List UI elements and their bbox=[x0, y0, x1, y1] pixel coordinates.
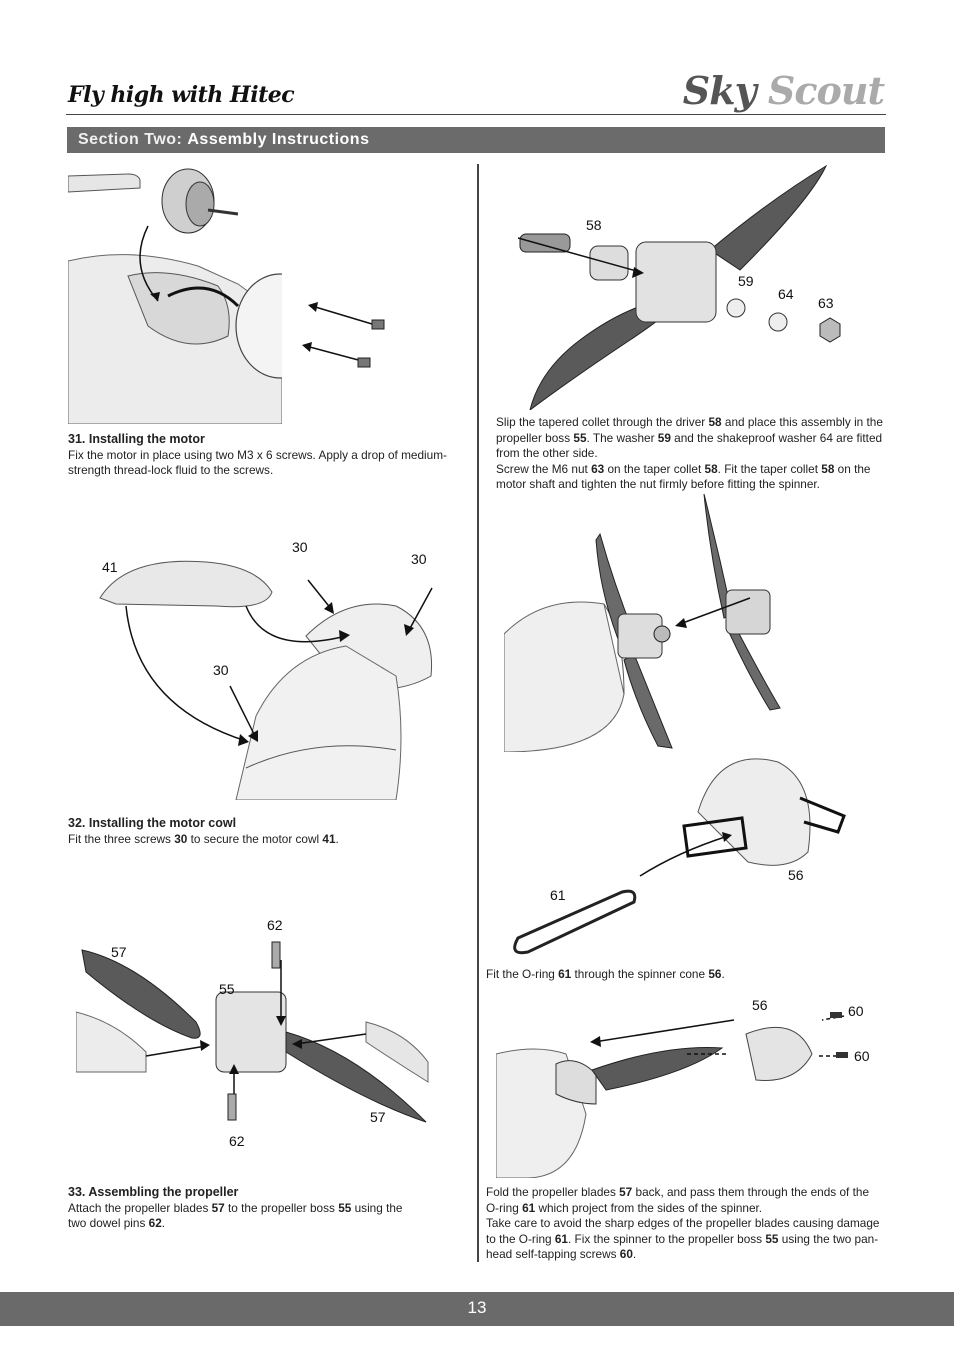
step-33-text-d: . bbox=[161, 1216, 166, 1230]
step-33: 33. Assembling the propeller Attach the … bbox=[68, 1185, 408, 1232]
r3-e: . Fix the spinner to the propeller boss bbox=[567, 1231, 766, 1246]
step-31: 31. Installing the motor Fix the motor i… bbox=[68, 432, 468, 479]
step-32-text-c: . bbox=[335, 831, 339, 846]
step-32-text-b: to secure the motor cowl bbox=[187, 831, 323, 846]
r3-a: Fold the propeller blades bbox=[486, 1185, 620, 1199]
r2-n1: 61 bbox=[558, 967, 572, 981]
r3-f: using the two pan-head self-tapping scre… bbox=[486, 1231, 879, 1262]
step-32-text-a: Fit the three screws bbox=[68, 831, 175, 846]
brand-sky: Sky bbox=[682, 68, 757, 113]
callout-30-b: 30 bbox=[411, 551, 427, 567]
step-33-num-1: 57 bbox=[211, 1200, 225, 1215]
callout-41: 41 bbox=[102, 559, 118, 575]
callout-30-a: 30 bbox=[292, 539, 308, 555]
step-32-num-1: 30 bbox=[174, 831, 188, 846]
r1-n1: 58 bbox=[708, 415, 722, 429]
brand-logo: Sky Scout bbox=[682, 68, 885, 113]
section-title-bar: Section Two:Assembly Instructions bbox=[67, 127, 885, 153]
r2-n2: 56 bbox=[708, 967, 722, 981]
figure-collet-driver: 58 59 64 63 bbox=[517, 164, 841, 410]
figure-spinner-oring: 61 56 bbox=[513, 758, 846, 955]
callout-57-right: 57 bbox=[370, 1109, 386, 1125]
r3-n4: 55 bbox=[765, 1231, 779, 1246]
r1-d: and the shakeproof washer 64 are fitted … bbox=[496, 430, 883, 461]
step-32-title: 32. Installing the motor cowl bbox=[68, 816, 237, 830]
r1-n5: 58 bbox=[704, 461, 718, 476]
step-33-num-2: 55 bbox=[338, 1200, 352, 1215]
callout-56: 56 bbox=[788, 867, 804, 883]
brand-scout: Scout bbox=[767, 68, 885, 113]
r1-n4: 63 bbox=[591, 461, 605, 476]
column-divider bbox=[477, 164, 479, 1262]
motor-icon bbox=[161, 168, 239, 234]
callout-56-spinner: 56 bbox=[752, 997, 768, 1013]
step-31-text: Fix the motor in place using two M3 x 6 … bbox=[68, 447, 447, 478]
callout-63: 63 bbox=[818, 295, 834, 311]
r1-n3: 59 bbox=[657, 430, 671, 445]
r2-a: Fit the O-ring bbox=[486, 967, 559, 981]
r1-g: . Fit the taper collet bbox=[717, 461, 822, 476]
r3-n3: 61 bbox=[554, 1231, 568, 1246]
r1-c: . The washer bbox=[586, 430, 658, 445]
r3-b: back, and pass them through the ends of … bbox=[486, 1185, 869, 1215]
step-33-text-a: Attach the propeller blades bbox=[68, 1200, 212, 1215]
step-32: 32. Installing the motor cowl Fit the th… bbox=[68, 816, 468, 847]
figure-spinner-fixing: 56 60 60 bbox=[496, 997, 870, 1178]
callout-30-c: 30 bbox=[213, 662, 229, 678]
section-title: Assembly Instructions bbox=[187, 131, 370, 148]
callout-60-b: 60 bbox=[854, 1048, 870, 1064]
footer-bar bbox=[0, 1292, 954, 1326]
callout-62-top: 62 bbox=[267, 917, 283, 933]
figure-motor-cowl: 41 30 30 30 bbox=[99, 539, 433, 800]
r1-a: Slip the tapered collet through the driv… bbox=[496, 415, 709, 429]
step-32-num-2: 41 bbox=[322, 831, 336, 846]
r1-b: and place this assembly in the propeller… bbox=[496, 415, 883, 445]
step-right-1: Slip the tapered collet through the driv… bbox=[496, 415, 888, 493]
figure-propeller-assembly: 62 57 55 57 62 bbox=[76, 917, 429, 1149]
r2-c: . bbox=[721, 967, 725, 981]
r1-f: on the taper collet bbox=[604, 461, 705, 476]
r3-n2: 61 bbox=[522, 1200, 536, 1215]
figure-prop-onto-shaft bbox=[504, 494, 781, 752]
step-33-title: 33. Assembling the propeller bbox=[68, 1185, 239, 1199]
callout-59: 59 bbox=[738, 273, 754, 289]
page-number: 13 bbox=[467, 1298, 487, 1317]
callout-57-left: 57 bbox=[111, 944, 127, 960]
header-rule bbox=[66, 114, 886, 115]
r2-b: through the spinner cone bbox=[571, 967, 709, 981]
callout-58: 58 bbox=[586, 217, 602, 233]
callout-61: 61 bbox=[550, 887, 566, 903]
step-33-text-c: using the two dowel pins bbox=[68, 1200, 403, 1231]
r3-n5: 60 bbox=[619, 1247, 633, 1261]
callout-64: 64 bbox=[778, 286, 794, 302]
r3-c: which project from the sides of the spin… bbox=[535, 1200, 763, 1215]
r3-g: . bbox=[632, 1247, 637, 1261]
step-33-num-3: 62 bbox=[148, 1216, 162, 1230]
figure-motor-install-right bbox=[302, 302, 385, 368]
r1-n2: 55 bbox=[573, 430, 587, 445]
r1-n6: 58 bbox=[821, 461, 835, 476]
callout-62-bottom: 62 bbox=[229, 1133, 245, 1149]
step-33-text-b: to the propeller boss bbox=[224, 1200, 339, 1215]
step-right-3: Fold the propeller blades 57 back, and p… bbox=[486, 1185, 882, 1263]
tagline: Fly high with Hitec bbox=[68, 82, 295, 108]
step-31-title: 31. Installing the motor bbox=[68, 432, 205, 446]
step-right-2: Fit the O-ring 61 through the spinner co… bbox=[486, 967, 878, 983]
r1-h: on the motor shaft and tighten the nut f… bbox=[496, 461, 871, 492]
r1-e: Screw the M6 nut bbox=[496, 461, 592, 476]
section-prefix: Section Two: bbox=[78, 131, 183, 148]
figure-motor-install bbox=[68, 166, 282, 424]
callout-55: 55 bbox=[219, 981, 235, 997]
callout-60-a: 60 bbox=[848, 1003, 864, 1019]
r3-n1: 57 bbox=[619, 1185, 633, 1199]
r3-d: Take care to avoid the sharp edges of th… bbox=[486, 1216, 880, 1246]
